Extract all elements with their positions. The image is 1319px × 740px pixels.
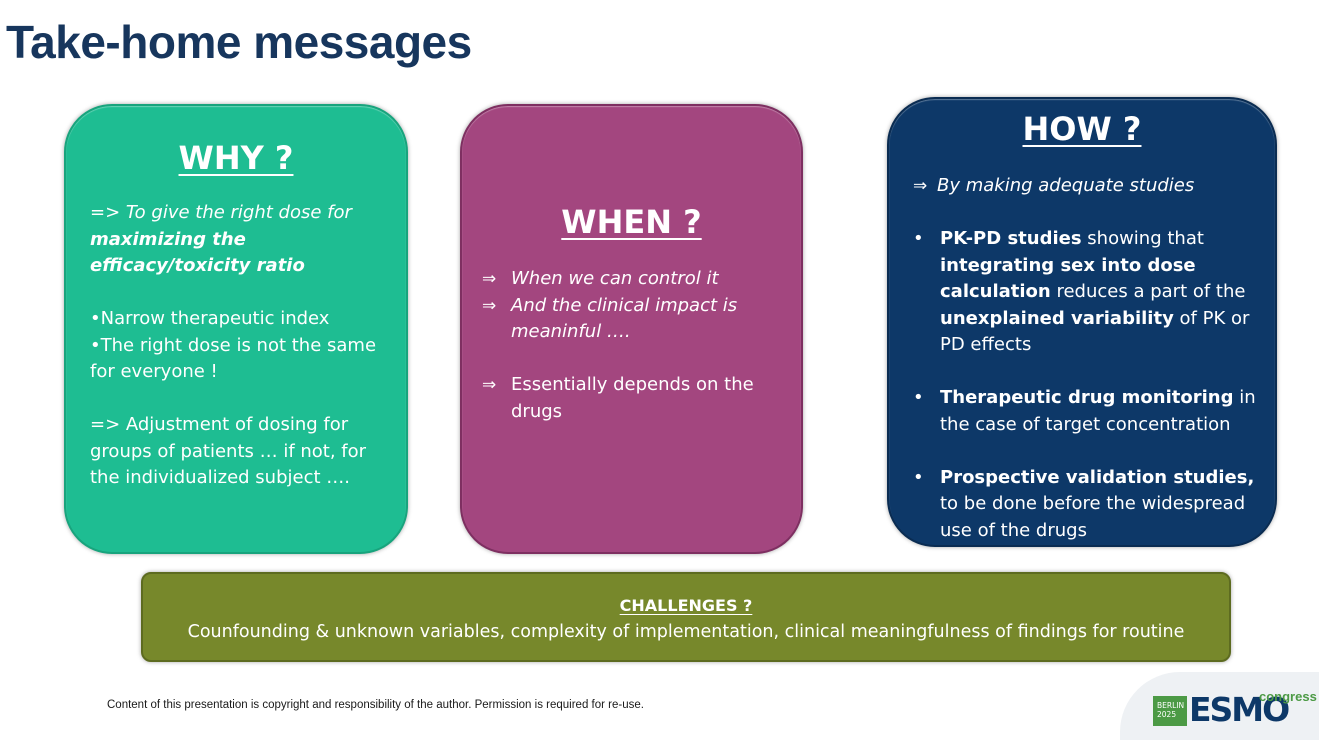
implies-arrow-icon: ⇒: [482, 295, 497, 316]
implies-arrow-icon: ⇒: [913, 176, 928, 196]
esmo-congress-logo: BERLIN 2025 ESMO congress: [1153, 690, 1317, 732]
why-conclusion: => Adjustment of dosing for groups of pa…: [90, 414, 367, 488]
when-item-1: ⇒ When we can control it: [482, 266, 782, 293]
challenges-title: CHALLENGES ?: [619, 596, 753, 615]
berlin-2025-badge: BERLIN 2025: [1153, 696, 1187, 726]
slide-title: Take-home messages: [6, 16, 472, 68]
when-item-2: ⇒ And the clinical impact is meaninful ……: [482, 293, 782, 346]
why-bullet-2: •The right dose is not the same for ever…: [90, 334, 377, 383]
challenges-text: Counfounding & unknown variables, comple…: [187, 622, 1185, 642]
when-body: ⇒ When we can control it ⇒ And the clini…: [482, 266, 782, 425]
how-bullet-1: • PK-PD studies showing that integrating…: [913, 226, 1263, 359]
why-bullet-1: •Narrow therapeutic index: [90, 308, 330, 329]
bullet-icon: •: [913, 228, 924, 249]
why-card: WHY ? => To give the right dose for maxi…: [64, 104, 408, 554]
how-bullet-2: • Therapeutic drug monitoring in the cas…: [913, 385, 1263, 438]
implies-arrow-icon: ⇒: [482, 269, 497, 289]
why-heading: WHY ?: [178, 139, 294, 177]
congress-logo-text: congress: [1259, 689, 1317, 704]
how-body: ⇒ By making adequate studies • PK-PD stu…: [913, 173, 1263, 544]
when-item-3: ⇒ Essentially depends on the drugs: [482, 372, 782, 425]
how-intro: ⇒ By making adequate studies: [913, 173, 1263, 200]
esmo-logo-text: ESMO: [1189, 690, 1290, 729]
why-body: => To give the right dose for maximizing…: [90, 200, 395, 492]
copyright-footer: Content of this presentation is copyrigh…: [107, 699, 644, 711]
how-card: HOW ? ⇒ By making adequate studies • PK-…: [887, 97, 1277, 547]
when-heading: WHEN ?: [561, 203, 702, 241]
implies-arrow-icon: ⇒: [482, 375, 497, 395]
challenges-banner: CHALLENGES ? Counfounding & unknown vari…: [141, 572, 1231, 662]
bullet-icon: •: [913, 466, 924, 488]
how-bullet-3: • Prospective validation studies, to be …: [913, 465, 1263, 545]
when-card: WHEN ? ⇒ When we can control it ⇒ And th…: [460, 104, 803, 554]
bullet-icon: •: [913, 387, 924, 408]
how-heading: HOW ?: [1022, 110, 1142, 148]
why-goal: => To give the right dose for maximizing…: [90, 202, 352, 276]
